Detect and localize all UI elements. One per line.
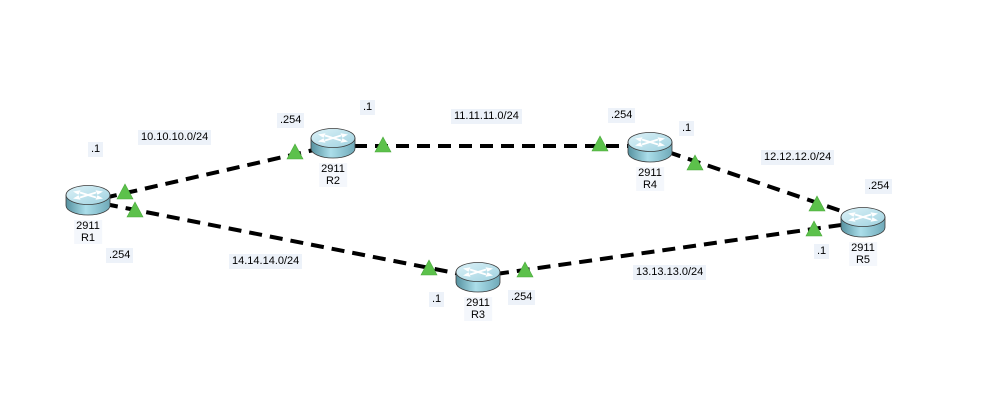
port-label-r4-left: .254 [608, 108, 636, 123]
port-label-r4-right: .1 [679, 121, 695, 136]
device-name: R4 [636, 179, 664, 191]
link-r3-r5[interactable] [495, 222, 849, 276]
port-label-r1-bottom: .254 [106, 248, 134, 263]
port-label-r1-top: .1 [88, 142, 104, 157]
device-model: 2911 [464, 297, 492, 309]
link-status-up-icon [591, 135, 609, 152]
device-name: R1 [74, 232, 102, 244]
router-icon [840, 207, 886, 238]
link-status-up-icon [808, 195, 826, 212]
router-icon [627, 132, 673, 163]
device-model: 2911 [319, 163, 347, 175]
router-r3[interactable]: 2911 R3 [455, 261, 501, 321]
link-r1-r2[interactable] [103, 147, 319, 200]
router-r5[interactable]: 2911 R5 [840, 206, 886, 266]
router-r1[interactable]: 2911 R1 [65, 184, 111, 244]
network-label-12: 12.12.12.0/24 [761, 150, 835, 165]
device-model: 2911 [636, 167, 664, 179]
router-icon [455, 262, 501, 293]
router-r4[interactable]: 2911 R4 [627, 131, 673, 191]
router-icon [310, 128, 356, 159]
link-status-up-icon [286, 143, 304, 160]
link-status-up-icon [126, 201, 144, 218]
device-model: 2911 [74, 220, 102, 232]
router-r2[interactable]: 2911 R2 [310, 127, 356, 187]
router-icon [65, 185, 111, 216]
device-model: 2911 [849, 242, 877, 254]
device-name: R5 [849, 254, 877, 266]
port-label-r2-left: .254 [277, 113, 305, 128]
port-label-r5-bottom: .1 [814, 244, 830, 259]
link-r1-r3[interactable] [104, 202, 461, 276]
link-status-up-icon [420, 259, 438, 276]
link-status-up-icon [374, 136, 392, 153]
network-label-14: 14.14.14.0/24 [229, 254, 303, 269]
network-label-13: 13.13.13.0/24 [633, 265, 707, 280]
link-status-up-icon [516, 261, 534, 278]
port-label-r5-top: .254 [865, 179, 893, 194]
device-name: R2 [319, 175, 347, 187]
network-label-11: 11.11.11.0/24 [451, 109, 522, 124]
link-status-up-icon [686, 154, 704, 171]
device-name: R3 [464, 309, 492, 321]
port-label-r2-right: .1 [360, 100, 376, 115]
port-label-r3-left: .1 [429, 292, 445, 307]
link-status-up-icon [805, 220, 823, 237]
link-status-up-icon [116, 183, 134, 200]
network-label-10: 10.10.10.0/24 [138, 130, 212, 145]
port-label-r3-right: .254 [508, 290, 536, 305]
